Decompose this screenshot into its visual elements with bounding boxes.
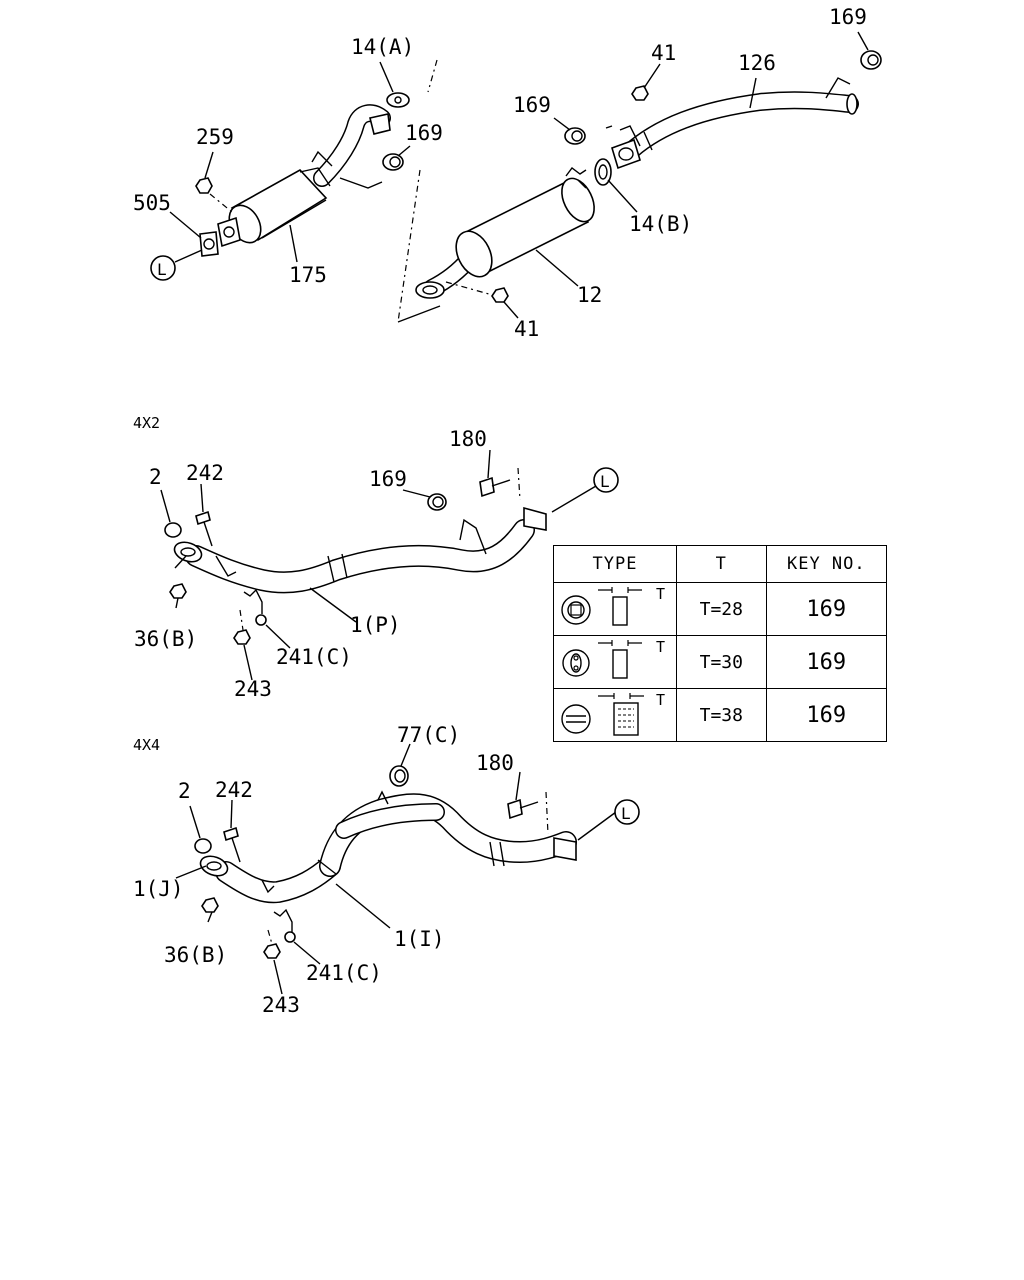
hanger-77c	[389, 765, 409, 787]
top-assembly: 14(A) 169 259 505 L 175 169 41 126 169 1…	[133, 5, 882, 341]
hanger-type-table: TYPE T KEY NO. T T=28 169	[553, 545, 888, 742]
t-value: T=28	[675, 582, 767, 636]
connector-l-marker-4x4	[614, 799, 640, 825]
t-value: T=30	[675, 635, 767, 689]
nut-41-b	[491, 287, 509, 303]
hanger-type-b-icon: T	[562, 638, 665, 679]
callout-243: 243	[234, 677, 272, 701]
callout-180: 180	[476, 751, 514, 775]
callout-126: 126	[738, 51, 776, 75]
callout-243: 243	[262, 993, 300, 1017]
type-icon-cell: T	[553, 635, 677, 689]
table-row: T T=28 169	[553, 582, 888, 636]
callout-180: 180	[449, 427, 487, 451]
hanger-169-c	[860, 50, 882, 70]
nut-243	[263, 943, 281, 959]
bolt-242	[195, 510, 213, 547]
key-no: 169	[765, 635, 888, 689]
hanger-169	[427, 493, 447, 511]
front-pipe-1p	[185, 506, 547, 594]
callout-242: 242	[215, 778, 253, 802]
bolt-242	[223, 826, 241, 863]
key-no: 169	[765, 688, 888, 742]
nut-36b	[169, 583, 187, 599]
tail-pipe	[611, 77, 859, 170]
header-key-no: KEY NO.	[765, 545, 888, 583]
connector-l-marker-top	[150, 255, 176, 281]
type-icon-cell: T	[553, 688, 677, 742]
callout-1i: 1(I)	[394, 927, 445, 951]
key-no: 169	[765, 582, 888, 636]
hanger-169-b	[564, 127, 586, 145]
type-icon-cell: T	[553, 582, 677, 636]
callout-175: 175	[289, 263, 327, 287]
callout-2: 2	[149, 465, 162, 489]
callout-2: 2	[178, 779, 191, 803]
callout-36b: 36(B)	[134, 627, 197, 651]
callout-169: 169	[829, 5, 867, 29]
svg-text:T: T	[656, 638, 665, 656]
svg-text:T: T	[656, 585, 665, 603]
table-header-row: TYPE T KEY NO.	[553, 545, 888, 583]
hanger-169-a	[382, 153, 404, 171]
callout-14a: 14(A)	[351, 35, 414, 59]
bolt-180	[479, 476, 511, 498]
nut-36b	[201, 897, 219, 913]
gasket-14b	[594, 158, 612, 186]
assembly-4x2: 4X2	[133, 414, 619, 701]
callout-241c: 241(C)	[306, 961, 382, 985]
table-row: T T=38 169	[553, 688, 888, 742]
callout-l: L	[157, 260, 167, 279]
bracket-241c	[261, 879, 296, 943]
callout-36b: 36(B)	[164, 943, 227, 967]
section-label-4x2: 4X2	[133, 414, 160, 432]
nut-243	[233, 629, 251, 645]
callout-41: 41	[514, 317, 539, 341]
callout-14b: 14(B)	[629, 212, 692, 236]
callout-259: 259	[196, 125, 234, 149]
bracket-241c	[243, 588, 267, 626]
section-label-4x4: 4X4	[133, 736, 160, 754]
callout-169: 169	[369, 467, 407, 491]
callout-505: 505	[133, 191, 171, 215]
assembly-4x4: 4X4	[133, 723, 640, 1017]
callout-12: 12	[577, 283, 602, 307]
table-row: T T=30 169	[553, 635, 888, 689]
callout-1p: 1(P)	[350, 613, 401, 637]
hanger-type-a-icon: T	[561, 585, 665, 626]
callout-77c: 77(C)	[397, 723, 460, 747]
callout-169: 169	[405, 121, 443, 145]
bolt-180	[507, 798, 539, 820]
header-t: T	[675, 545, 767, 583]
callout-169: 169	[513, 93, 551, 117]
gasket-505	[199, 231, 219, 257]
hanger-type-c-icon: T	[561, 691, 665, 736]
callout-l: L	[621, 804, 631, 823]
muffler	[423, 167, 595, 297]
callout-1j: 1(J)	[133, 877, 184, 901]
callout-241c: 241(C)	[276, 645, 352, 669]
callout-242: 242	[186, 461, 224, 485]
ring-2	[194, 838, 212, 854]
nut-41-a	[631, 85, 649, 101]
front-pipe-1i	[215, 790, 577, 904]
connector-l-marker-4x2	[593, 467, 619, 493]
nut-259	[195, 177, 213, 194]
callout-l: L	[600, 472, 610, 491]
t-value: T=38	[675, 688, 767, 742]
svg-text:T: T	[656, 691, 665, 709]
callout-41: 41	[651, 41, 676, 65]
ring-2	[164, 522, 182, 538]
gasket-14a	[386, 92, 410, 108]
header-type: TYPE	[553, 545, 677, 583]
